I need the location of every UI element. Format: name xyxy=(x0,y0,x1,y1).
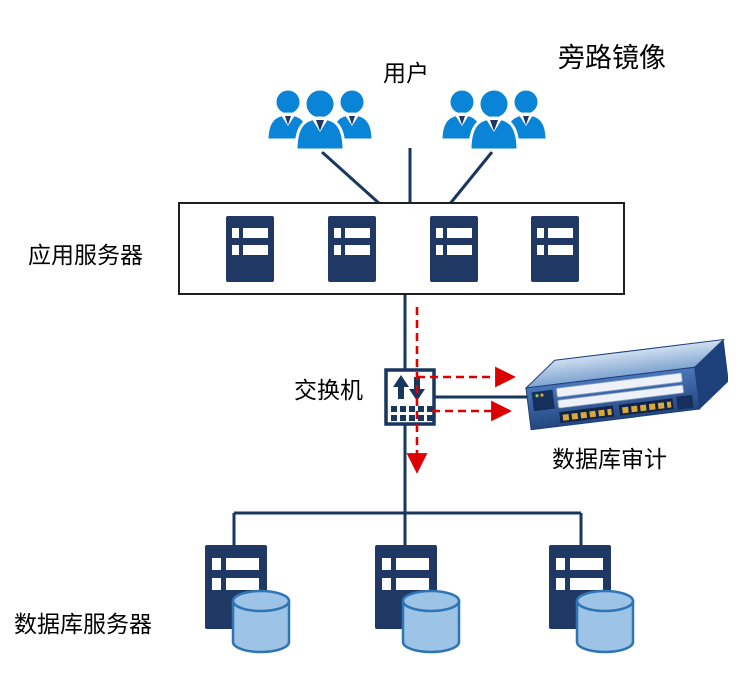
database-cylinder-icon xyxy=(400,589,462,655)
database-cylinder-icon xyxy=(574,589,636,655)
switch-label: 交换机 xyxy=(294,377,363,403)
app-server-icon xyxy=(530,215,580,283)
audit-appliance-icon xyxy=(524,338,728,431)
switch-icon xyxy=(384,368,436,426)
app-server-icon xyxy=(327,215,377,283)
users-group-icon-right xyxy=(424,80,564,158)
audit-label: 数据库审计 xyxy=(552,446,667,472)
db-server-label: 数据库服务器 xyxy=(14,611,152,637)
app-server-icon xyxy=(429,215,479,283)
app-server-icon xyxy=(225,215,275,283)
diagram-title: 旁路镜像 xyxy=(558,43,666,73)
users-group-icon-left xyxy=(250,80,390,158)
users-label: 用户 xyxy=(383,60,429,86)
database-cylinder-icon xyxy=(230,589,292,655)
app-server-label: 应用服务器 xyxy=(28,242,143,268)
app-server-box xyxy=(178,202,625,295)
